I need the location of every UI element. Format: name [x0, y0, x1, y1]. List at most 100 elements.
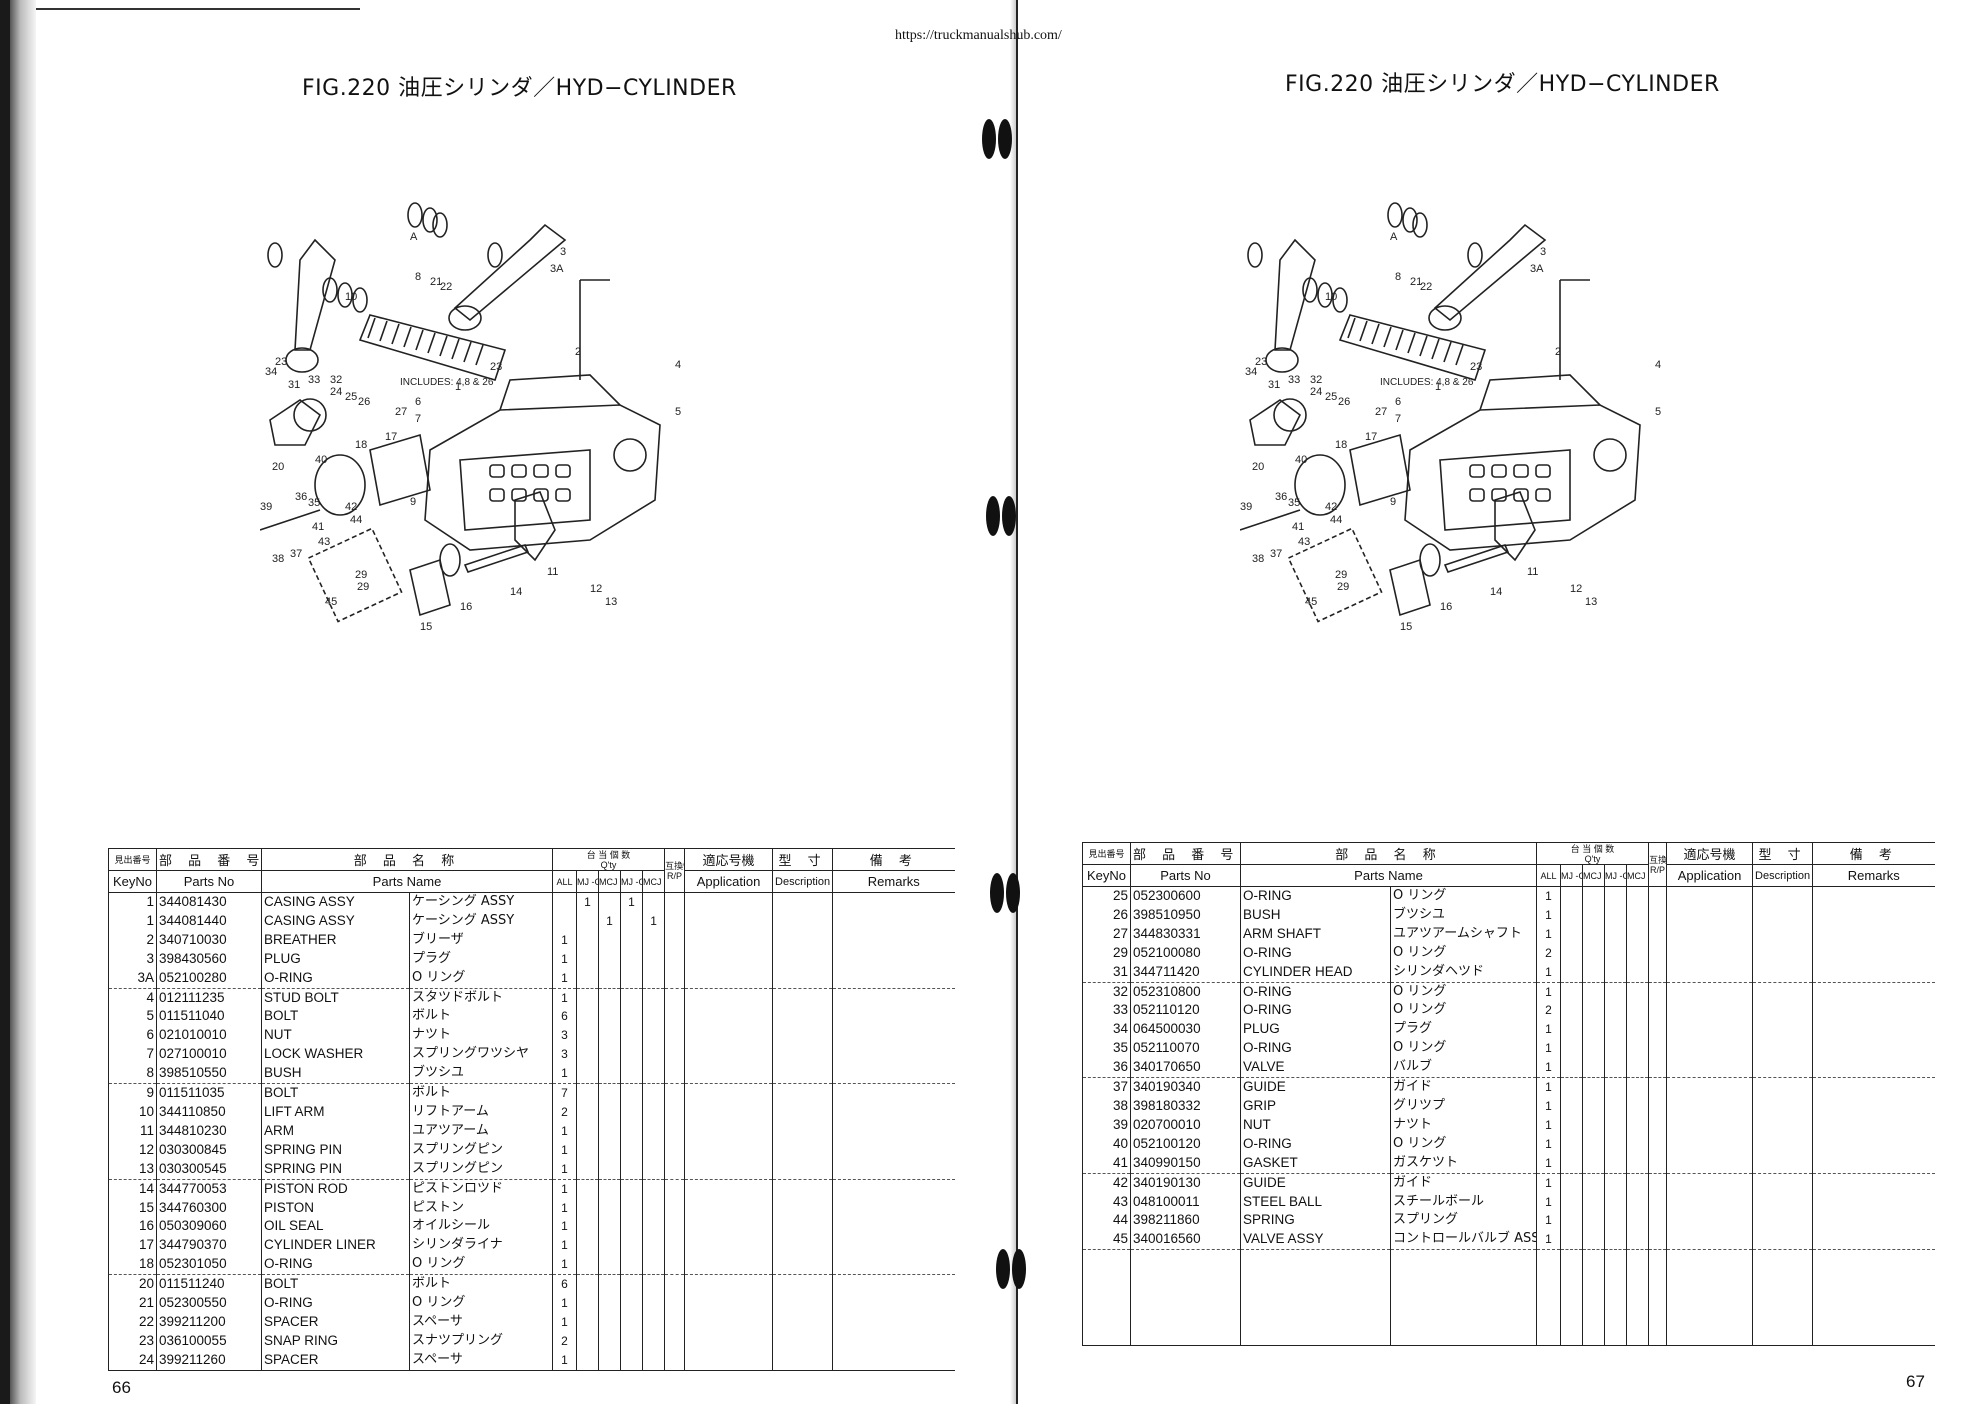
qty-col-cell [1560, 962, 1583, 983]
qty-all-cell: 1 [1536, 1211, 1561, 1231]
qty-col-cell [1604, 1134, 1627, 1154]
header-key-jp: 見出番号 [1082, 842, 1131, 865]
qty-col-cell [1560, 1001, 1583, 1021]
source-url[interactable]: https://truckmanualshub.com/ [895, 28, 1062, 43]
part-name-jp-cell: ユアツアーム [409, 1121, 553, 1141]
qty-all-cell: 1 [552, 1255, 577, 1276]
part-name-jp-cell: ボルト [409, 1083, 553, 1103]
header-rp-jp: 互換性R/P [664, 848, 685, 893]
callout-label: 6 [415, 396, 421, 408]
qty-all-cell: 1 [1536, 1115, 1561, 1135]
header-qty-col: MCJ -GSB [598, 870, 621, 893]
qty-col-cell [1625, 1077, 1649, 1097]
application-cell [684, 988, 773, 1008]
qty-col-cell [641, 1331, 665, 1351]
part-number-cell: 064500030 [1130, 1020, 1241, 1040]
o-ring [1467, 242, 1483, 268]
qty-all-cell: 1 [1536, 1077, 1561, 1097]
remarks-cell [1812, 1039, 1935, 1059]
o-ring [1402, 207, 1418, 233]
book-spine [1016, 0, 1018, 1404]
qty-col-cell [1625, 905, 1649, 925]
table-row-empty [1082, 1249, 1935, 1270]
qty-col-cell [1582, 1096, 1605, 1116]
remarks-cell [1812, 1134, 1935, 1154]
qty-col-cell [1582, 1153, 1605, 1174]
part-name-en-cell: BUSH [261, 1064, 410, 1085]
qty-all-cell: 1 [552, 930, 577, 950]
part-number-cell: 052300600 [1130, 886, 1241, 906]
arm-boss [1428, 305, 1462, 331]
qty-col-cell [598, 1140, 621, 1160]
part-name-jp-cell: スペーサ [409, 1312, 553, 1332]
remarks-cell [1812, 943, 1935, 963]
part-name-jp-cell: O リング [1390, 1134, 1537, 1154]
part-name-jp-cell: プラグ [409, 949, 553, 969]
qty-all-cell: 1 [1536, 1134, 1561, 1154]
description-cell [1752, 1058, 1813, 1079]
qty-col-cell [576, 949, 599, 969]
qty-col-cell [576, 1026, 599, 1046]
remarks-cell [832, 930, 955, 950]
callout-label: 25 [1325, 391, 1337, 403]
empty-cell [1648, 1269, 1667, 1288]
cylinder-head [269, 399, 322, 446]
qty-col-cell [598, 1294, 621, 1313]
qty-col-cell [576, 1331, 599, 1351]
callout-label: 12 [590, 583, 602, 595]
lift-arm-left [294, 238, 336, 351]
qty-col-cell [576, 968, 599, 989]
qty-col-cell [598, 1102, 621, 1122]
header-rem-en: Remarks [832, 870, 955, 893]
table-row-empty [1082, 1269, 1935, 1288]
part-name-jp-cell: O リング [1390, 943, 1537, 963]
empty-cell [1604, 1325, 1627, 1346]
rp-cell [664, 1140, 685, 1160]
qty-col-cell: 1 [641, 911, 665, 931]
qty-col-cell [641, 1198, 665, 1218]
callout-label: 39 [260, 501, 272, 513]
casing-port [511, 464, 527, 478]
application-cell [1666, 943, 1753, 963]
part-name-en-cell: GUIDE [1240, 1077, 1391, 1097]
cylinder-liner [1349, 433, 1411, 507]
empty-cell [1240, 1306, 1391, 1326]
shaft-spline [1383, 326, 1392, 348]
description-cell [772, 1007, 833, 1027]
o-ring [322, 277, 338, 303]
shaft-spline [1371, 323, 1380, 345]
qty-col-cell [1604, 1211, 1627, 1231]
description-cell [772, 1140, 833, 1160]
part-name-jp-cell: オイルシール [409, 1217, 553, 1237]
callout-label: A [410, 231, 418, 243]
key-cell: 27 [1082, 924, 1131, 944]
table-row-empty [1082, 1288, 1935, 1307]
shaft-spline [415, 329, 424, 351]
shaft-spline [1419, 335, 1428, 357]
qty-all-cell: 1 [552, 1312, 577, 1332]
qty-all-cell: 6 [552, 1007, 577, 1027]
qty-col-cell [598, 930, 621, 950]
qty-col-cell [641, 930, 665, 950]
description-cell [772, 1312, 833, 1332]
application-cell [684, 1140, 773, 1160]
qty-col-cell [598, 1083, 621, 1103]
callout-label: 40 [315, 454, 327, 466]
qty-col-cell [620, 1026, 643, 1046]
remarks-cell [1812, 1058, 1935, 1079]
remarks-cell [832, 1179, 955, 1199]
qty-col-cell [641, 892, 665, 912]
qty-col-cell [1560, 924, 1583, 944]
rp-cell [664, 1274, 685, 1295]
part-number-cell: 344830331 [1130, 924, 1241, 944]
arm-11 [514, 491, 556, 562]
header-app-jp: 適応号機 [684, 848, 773, 871]
qty-col-cell [1625, 1001, 1649, 1021]
callout-label: 18 [355, 439, 367, 451]
qty-all-cell: 1 [1536, 905, 1561, 925]
casing-bore [613, 438, 647, 472]
